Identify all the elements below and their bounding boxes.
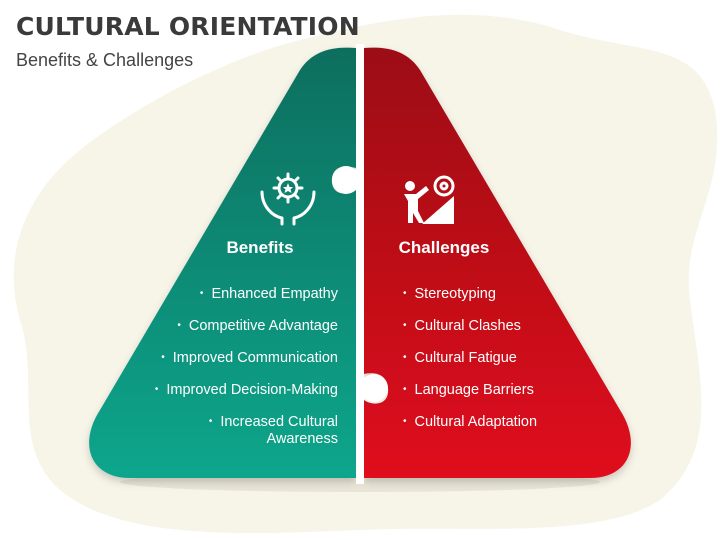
list-item: •Cultural Adaptation <box>403 414 538 430</box>
challenges-list: •Stereotyping •Cultural Clashes •Cultura… <box>403 285 623 445</box>
list-item: •Improved Decision-Making <box>154 382 338 398</box>
puzzle-knob-top <box>332 166 360 194</box>
page-subtitle: Benefits & Challenges <box>16 50 194 70</box>
puzzle-knob-bottom <box>360 374 388 402</box>
benefits-list: •Enhanced Empathy •Competitive Advantage… <box>110 285 338 462</box>
hands-gear-icon <box>258 170 318 233</box>
list-item: •Competitive Advantage <box>177 318 338 334</box>
person-pushing-gear-icon <box>400 172 464 235</box>
challenges-panel <box>364 47 631 478</box>
challenges-label: Challenges <box>398 238 490 257</box>
list-item: •Language Barriers <box>403 382 534 398</box>
benefits-label: Benefits <box>226 238 294 257</box>
page-title: CULTURAL ORIENTATION <box>16 12 360 41</box>
benefits-panel <box>89 47 356 478</box>
center-divider <box>356 44 364 484</box>
list-item: •Cultural Clashes <box>403 318 521 334</box>
list-item: •Improved Communication <box>161 350 338 366</box>
list-item: •Enhanced Empathy <box>199 286 338 302</box>
list-item: •Increased Cultural Awareness <box>208 414 338 447</box>
list-item: •Stereotyping <box>403 286 496 302</box>
list-item: •Cultural Fatigue <box>403 350 517 366</box>
